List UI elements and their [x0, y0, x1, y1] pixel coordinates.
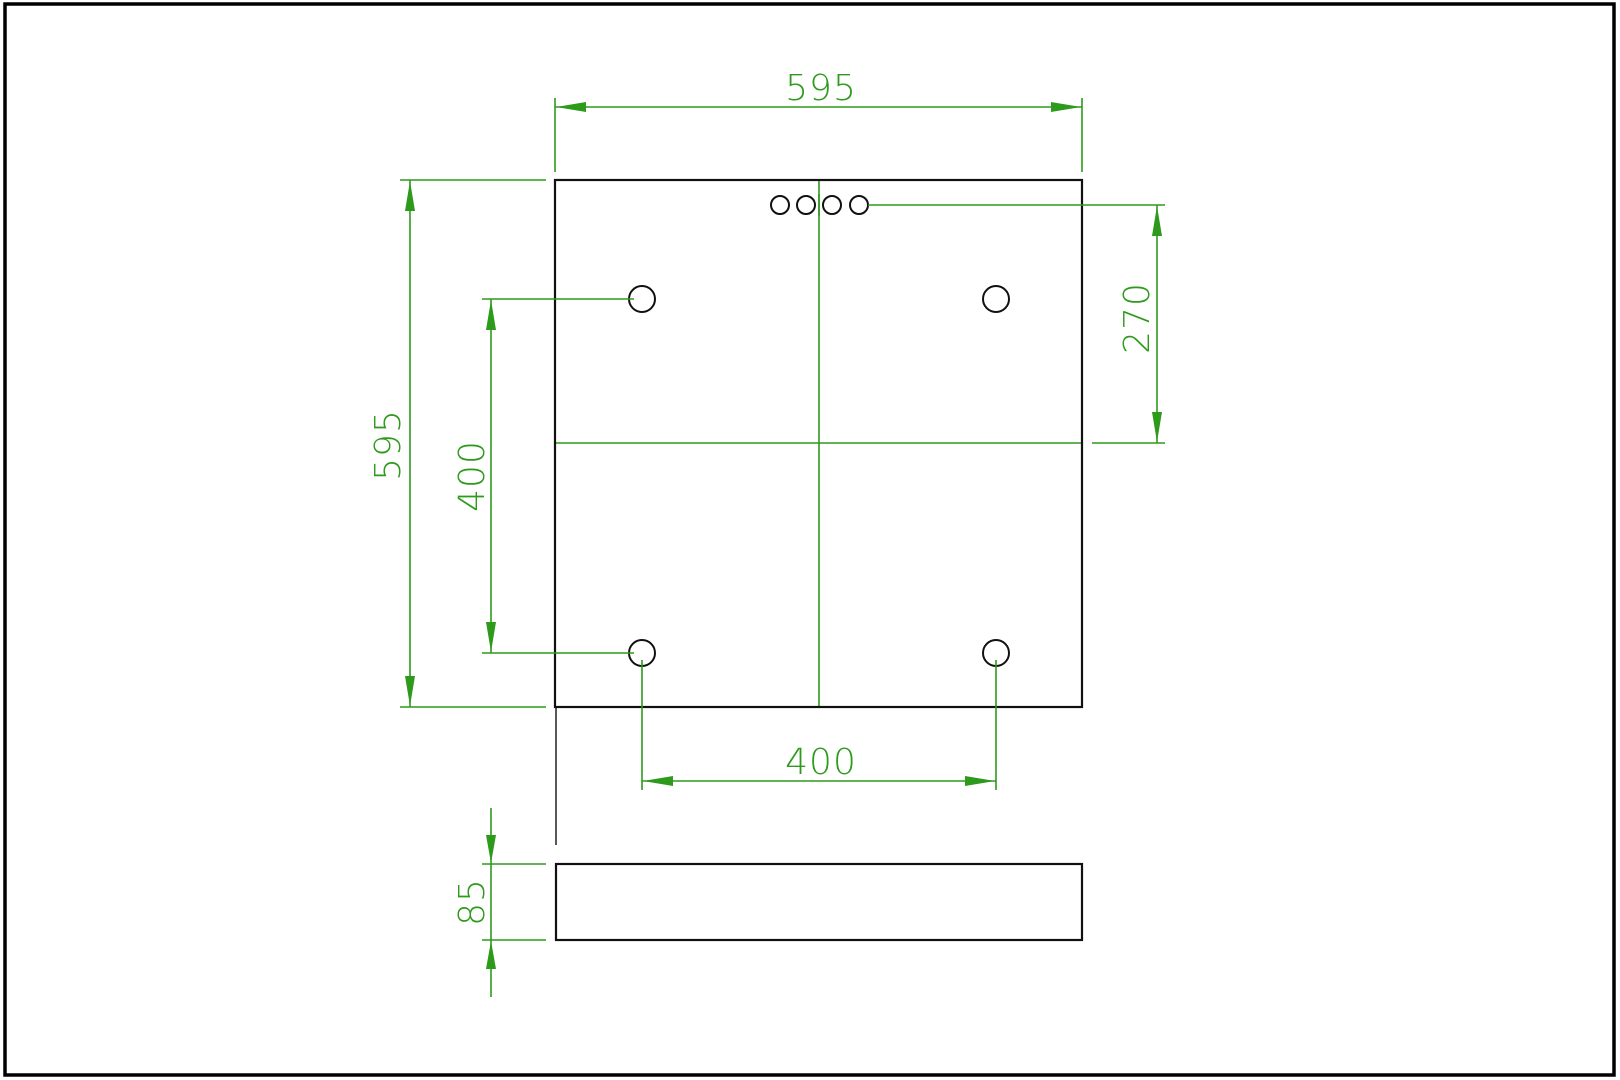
control-knobs	[770, 195, 869, 215]
arrow-up-icon	[486, 300, 496, 330]
dimension-label: 85	[452, 878, 493, 926]
dimension-label: 400	[452, 440, 493, 512]
arrow-down-icon	[405, 676, 415, 706]
dimension-label: 595	[368, 409, 409, 481]
dimension-burner-spacing-vertical: 400	[452, 298, 634, 654]
dimension-label: 270	[1117, 282, 1158, 354]
dimension-label: 595	[785, 68, 857, 109]
arrow-right-icon	[1051, 102, 1081, 112]
control-knob-icon	[822, 195, 842, 215]
dimension-burner-spacing-horizontal: 400	[641, 660, 997, 790]
control-knob-icon	[796, 195, 816, 215]
arrow-down-icon	[1152, 412, 1162, 442]
arrow-down-icon	[486, 622, 496, 652]
dimension-thickness: 85	[452, 808, 546, 997]
arrow-up-icon	[1152, 206, 1162, 236]
dimension-knob-to-center: 270	[868, 204, 1165, 444]
control-knob-icon	[849, 195, 869, 215]
cooktop-side-outline	[554, 862, 1084, 942]
arrow-down-icon	[486, 835, 496, 863]
top-view	[553, 178, 1084, 709]
dimension-overall-depth: 595	[368, 179, 546, 708]
arrow-left-icon	[556, 102, 586, 112]
arrow-up-icon	[486, 941, 496, 969]
drawing-frame	[3, 2, 1616, 1077]
dimension-label: 400	[785, 742, 857, 783]
burners	[628, 285, 1010, 667]
control-knob-icon	[770, 195, 790, 215]
arrow-left-icon	[643, 776, 673, 786]
arrow-up-icon	[405, 181, 415, 211]
arrow-right-icon	[965, 776, 995, 786]
burner-top-right-icon	[982, 285, 1010, 313]
side-view	[554, 707, 1084, 942]
dimension-overall-width: 595	[554, 68, 1083, 172]
cooktop-plate-outline	[553, 178, 1084, 709]
